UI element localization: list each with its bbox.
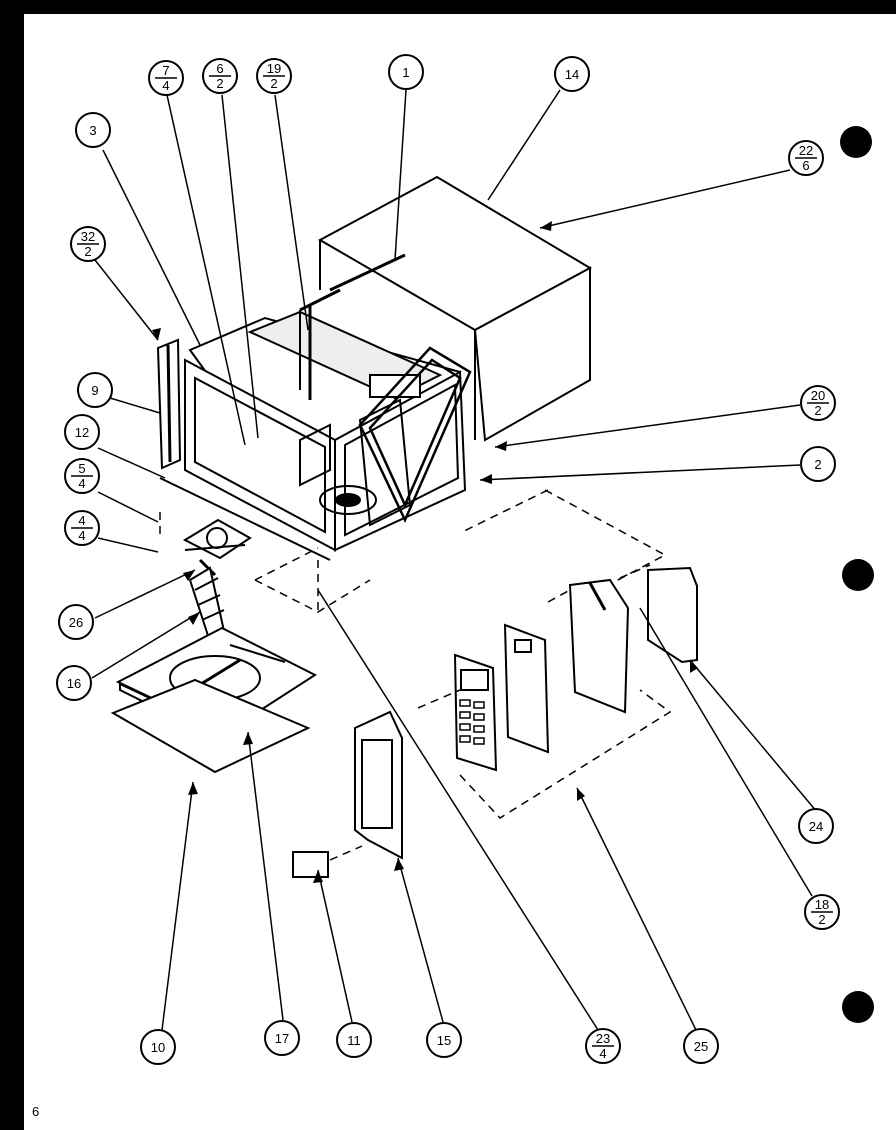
callout-c1: 1 [388, 54, 424, 90]
callout-top-number: 6 [216, 61, 223, 76]
callout-number: 25 [694, 1039, 708, 1054]
callout-c24: 24 [798, 808, 834, 844]
callout-c3: 3 [75, 112, 111, 148]
callout-number: 2 [814, 457, 821, 472]
callout-bottom-number: 4 [162, 78, 169, 93]
arrowheads [152, 221, 698, 883]
callout-circle [388, 54, 424, 90]
callout-c14: 14 [554, 56, 590, 92]
registration-marks [840, 126, 874, 1023]
registration-dot [842, 559, 874, 591]
page-number: 6 [32, 1104, 40, 1119]
callout-top-number: 5 [78, 461, 85, 476]
callout-number: 9 [91, 383, 98, 398]
callout-circle [58, 604, 94, 640]
callout-c16: 16 [56, 665, 92, 701]
callout-top-number: 20 [811, 388, 825, 403]
leader-lines [91, 89, 818, 1031]
callout-top-number: 19 [267, 61, 281, 76]
callout-top-number: 4 [78, 513, 85, 528]
registration-dot [840, 126, 872, 158]
stirrer-shaft [188, 566, 228, 650]
callout-circle [426, 1022, 462, 1058]
callout-circle [336, 1022, 372, 1058]
callout-c18: 182 [804, 894, 840, 930]
callout-c12: 12 [64, 414, 100, 450]
callout-bottom-number: 2 [84, 244, 91, 259]
callout-top-number: 22 [799, 143, 813, 158]
callout-c5: 54 [64, 458, 100, 494]
callout-bottom-number: 4 [599, 1046, 606, 1061]
oven-chassis [184, 305, 467, 552]
callout-bottom-number: 2 [818, 912, 825, 927]
callout-circle [554, 56, 590, 92]
callout-circle [798, 808, 834, 844]
callout-c6: 62 [202, 58, 238, 94]
callout-bottom-number: 6 [802, 158, 809, 173]
registration-dot [842, 991, 874, 1023]
callout-circle [264, 1020, 300, 1056]
callout-number: 15 [437, 1033, 451, 1048]
callout-c19: 192 [256, 58, 292, 94]
callout-number: 3 [89, 123, 96, 138]
callout-bottom-number: 4 [78, 476, 85, 491]
callout-circle [77, 372, 113, 408]
top-rail [299, 253, 406, 312]
callout-c26: 26 [58, 604, 94, 640]
callout-top-number: 7 [162, 63, 169, 78]
callout-c7: 74 [148, 60, 184, 96]
callout-top-number: 23 [596, 1031, 610, 1046]
callout-c25: 25 [683, 1028, 719, 1064]
callout-c2: 2 [800, 446, 836, 482]
callout-c20: 202 [800, 385, 836, 421]
callout-circle [683, 1028, 719, 1064]
callout-circle [64, 414, 100, 450]
callout-circle [75, 112, 111, 148]
callout-circle [140, 1029, 176, 1065]
side-panel [156, 338, 182, 470]
callout-bottom-number: 2 [270, 76, 277, 91]
callout-c15: 15 [426, 1022, 462, 1058]
callout-c10: 10 [140, 1029, 176, 1065]
callout-c9: 9 [77, 372, 113, 408]
bottom-plate [110, 678, 311, 774]
callout-bottom-number: 2 [814, 403, 821, 418]
callout-circle [800, 446, 836, 482]
callout-circle [56, 665, 92, 701]
callout-bottom-number: 4 [78, 528, 85, 543]
callout-bottom-number: 2 [216, 76, 223, 91]
callout-c32: 322 [70, 226, 106, 262]
callout-number: 1 [402, 65, 409, 80]
callout-top-number: 18 [815, 897, 829, 912]
callout-c11: 11 [336, 1022, 372, 1058]
callout-c17: 17 [264, 1020, 300, 1056]
callout-c23: 234 [585, 1028, 621, 1064]
callout-c22a: 226 [788, 140, 824, 176]
callout-number: 12 [75, 425, 89, 440]
outer-cabinet [317, 175, 593, 442]
callout-number: 11 [347, 1033, 361, 1048]
callout-c4: 44 [64, 510, 100, 546]
callout-number: 17 [275, 1031, 289, 1046]
door-seal-frame [358, 346, 472, 524]
dashed-panel-outline [329, 564, 672, 861]
callout-number: 26 [69, 615, 83, 630]
control-panel-assembly [292, 566, 698, 878]
callout-number: 10 [151, 1040, 165, 1055]
base-assembly [159, 477, 331, 577]
callout-number: 24 [809, 819, 823, 834]
callout-top-number: 32 [81, 229, 95, 244]
callout-number: 14 [565, 67, 579, 82]
callout-number: 16 [67, 676, 81, 691]
